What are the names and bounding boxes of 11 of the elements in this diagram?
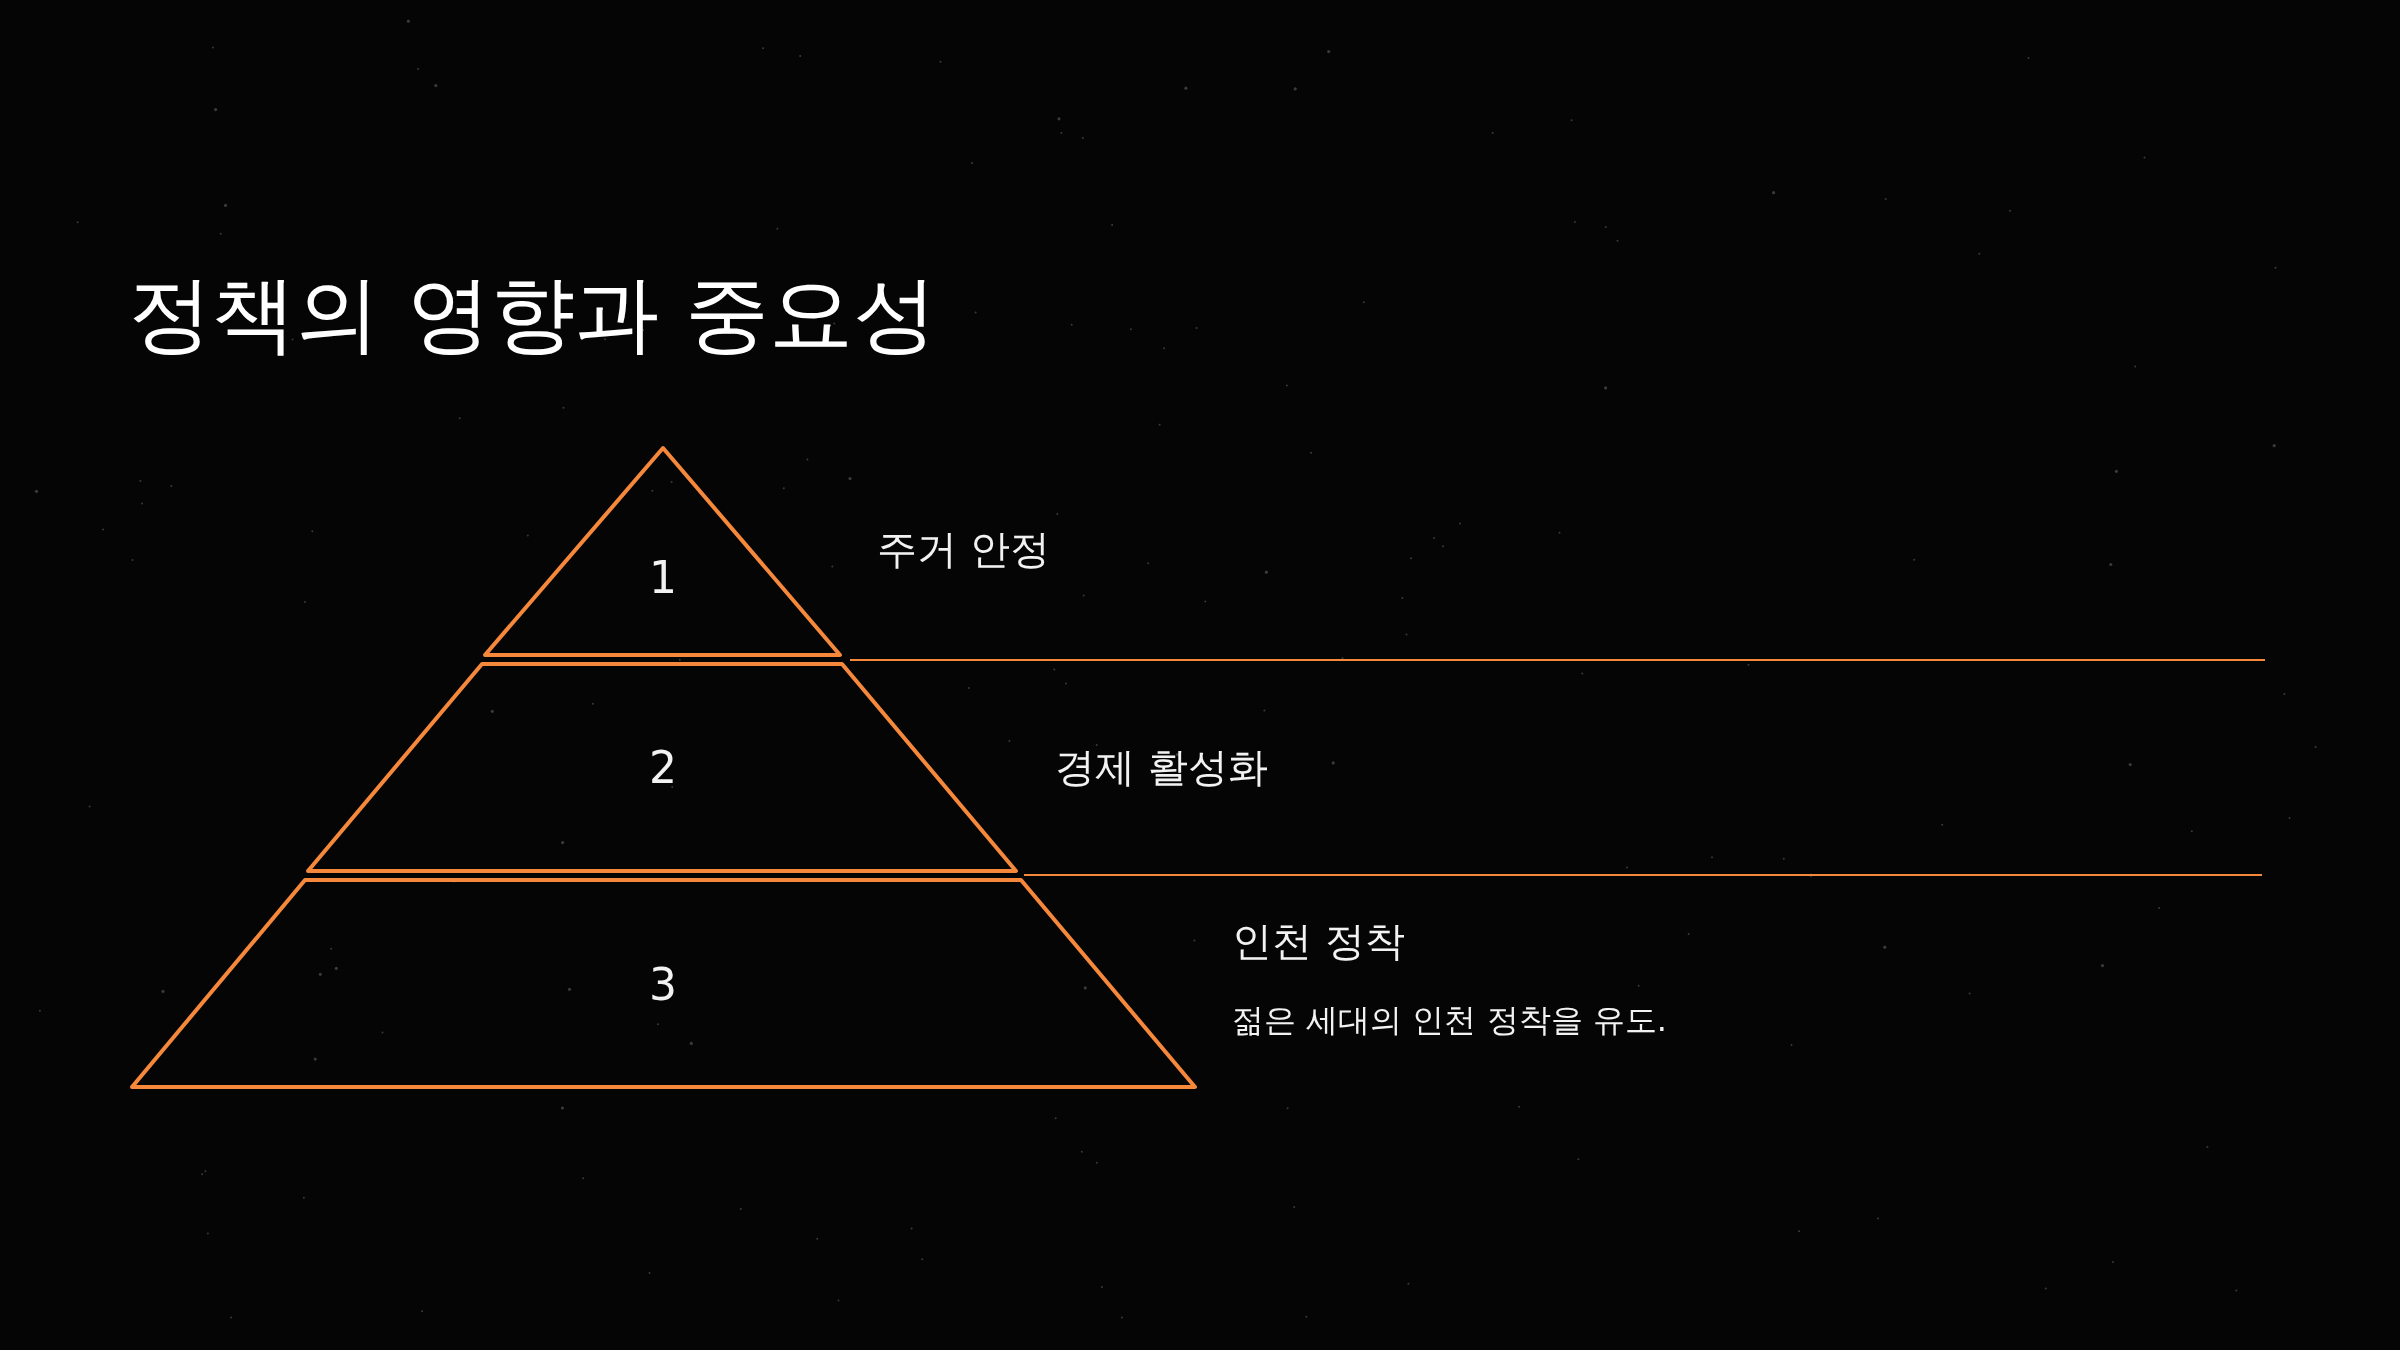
pyramid-tier [308,664,1016,871]
title: 정책의 영향과 중요성 [128,264,938,365]
tier-label: 경제 활성화 [1055,743,1268,792]
tier-number: 2 [649,741,677,793]
tier-label: 인천 정착 [1232,917,1405,966]
tier-description: 젊은 세대의 인천 정착을 유도. [1232,1000,1667,1041]
tier-label: 주거 안정 [877,525,1050,574]
pyramid-tier [132,880,1195,1087]
tier-number: 1 [649,551,677,603]
tier-number: 3 [649,958,677,1010]
pyramid-tier [485,448,840,655]
